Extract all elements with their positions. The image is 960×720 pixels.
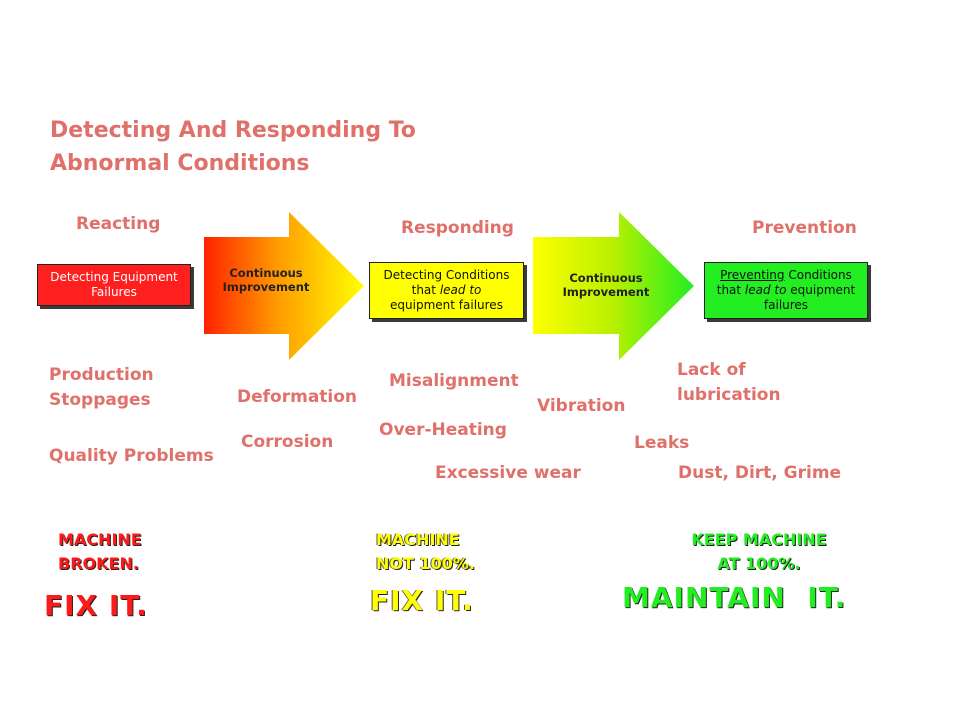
box-red-line-2: Failures [91, 285, 137, 299]
box-green-lead-to: lead to [744, 283, 787, 297]
verdict-broken-line-2: BROKEN. [58, 554, 139, 573]
box-green-line-1: Preventing Conditions [717, 268, 856, 283]
cond-misalignment: Misalignment [389, 371, 519, 391]
page-title: Detecting And Responding To Abnormal Con… [50, 114, 510, 180]
cond-production-stoppages: Production Stoppages [49, 363, 154, 413]
box-green-line-3: failures [763, 298, 809, 312]
title-line-1: Detecting And Responding To [50, 118, 416, 143]
cond-lack-of-lubrication: Lack of lubrication [677, 358, 781, 408]
verdict-not100-line-2: NOT 100%. [376, 554, 475, 573]
arrow-1-label: Continuous Improvement [216, 266, 316, 294]
arrow-2-label: Continuous Improvement [556, 271, 656, 299]
cond-vibration: Vibration [537, 396, 626, 416]
verdict-not100-line-1: MACHINE [376, 530, 460, 549]
box-green-conditions: Conditions [784, 268, 852, 282]
phase-reacting: Reacting [76, 214, 161, 234]
box-green-that: that [716, 283, 745, 297]
box-preventing-conditions: Preventing Conditions that lead to equip… [704, 262, 868, 319]
verdict-keep-line-2: AT 100%. [717, 554, 801, 573]
box-yellow-that: that [411, 283, 440, 297]
phase-prevention: Prevention [752, 218, 857, 238]
verdict-broken-line-1: MACHINE [58, 530, 142, 549]
box-yellow-line-2: that lead to [384, 283, 510, 298]
verdict-keep-machine: KEEP MACHINE AT 100%. [664, 528, 854, 576]
box-red-line-1: Detecting Equipment [50, 270, 178, 284]
cond-production-line-2: Stoppages [49, 390, 151, 410]
action-fix-it-not100: FIX IT. [370, 584, 474, 617]
arrow-2-label-line-1: Continuous [569, 271, 643, 285]
verdict-machine-broken: MACHINE BROKEN. [58, 528, 142, 576]
box-green-equipment: equipment [786, 283, 856, 297]
box-detecting-failures: Detecting Equipment Failures [37, 264, 191, 306]
cond-dust-dirt-grime: Dust, Dirt, Grime [678, 463, 842, 483]
cond-quality-problems: Quality Problems [49, 446, 214, 466]
arrow-1-label-line-1: Continuous [229, 266, 303, 280]
cond-production-line-1: Production [49, 365, 154, 385]
title-line-2: Abnormal Conditions [50, 151, 310, 176]
box-yellow-line-3: equipment failures [390, 298, 503, 312]
cond-leaks: Leaks [634, 433, 690, 453]
verdict-keep-line-1: KEEP MACHINE [691, 530, 827, 549]
action-maintain-it: MAINTAIN IT. [622, 581, 847, 614]
box-yellow-lead-to: lead to [439, 283, 482, 297]
arrow-1-label-line-2: Improvement [222, 280, 310, 294]
cond-corrosion: Corrosion [241, 432, 334, 452]
action-fix-it-broken: FIX IT. [44, 589, 148, 622]
box-green-preventing: Preventing [720, 268, 785, 282]
box-yellow-line-1: Detecting Conditions [383, 268, 510, 282]
cond-deformation: Deformation [237, 387, 358, 407]
cond-excessive-wear: Excessive wear [435, 463, 581, 483]
cond-lubrication-line-2: lubrication [677, 385, 781, 405]
box-green-line-2: that lead to equipment [717, 283, 856, 298]
phase-responding: Responding [401, 218, 514, 238]
verdict-machine-not-100: MACHINE NOT 100%. [376, 528, 475, 576]
arrow-shape-1 [204, 212, 364, 360]
box-detecting-conditions: Detecting Conditions that lead to equipm… [369, 262, 524, 319]
cond-lubrication-line-1: Lack of [677, 360, 746, 380]
arrow-shape-2 [533, 212, 694, 360]
arrow-2-label-line-2: Improvement [562, 285, 650, 299]
cond-over-heating: Over-Heating [379, 420, 507, 440]
